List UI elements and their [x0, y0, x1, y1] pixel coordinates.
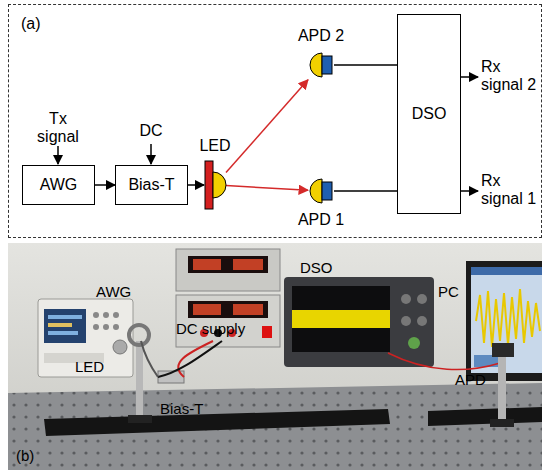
node-label: AWG — [40, 176, 78, 194]
photodiode-symbol: APD 1 — [308, 176, 334, 206]
photo-detail — [176, 249, 280, 291]
apd-lens — [310, 53, 322, 77]
led-body — [205, 161, 213, 209]
photo-detail — [103, 312, 109, 318]
photo-detail — [193, 259, 221, 270]
signal-wire — [95, 184, 115, 186]
photo-detail — [93, 312, 99, 318]
photo-detail — [401, 294, 411, 304]
photo-detail — [262, 326, 272, 338]
photo-detail — [490, 419, 514, 427]
photo-detail — [93, 324, 99, 330]
cable — [388, 353, 500, 370]
photo-detail — [233, 259, 263, 270]
light-beam — [226, 186, 308, 191]
led-mount — [128, 325, 152, 423]
photo-detail — [284, 277, 434, 367]
apd-body — [322, 182, 332, 200]
optical-rail — [428, 407, 542, 426]
photo-label: AWG — [96, 283, 131, 300]
photo-detail — [292, 286, 390, 352]
instrument-box: DSO — [397, 14, 461, 214]
node-label: APD 1 — [298, 211, 344, 229]
photo-detail — [136, 341, 143, 419]
optical-rail — [44, 409, 390, 436]
light-beam — [226, 80, 308, 173]
photo-label: LED — [75, 358, 104, 375]
photo-label: PC — [438, 283, 459, 300]
photo-detail — [48, 315, 82, 319]
photo-detail — [129, 325, 149, 345]
photo-detail — [176, 295, 280, 347]
photo-detail — [48, 323, 72, 327]
awg-instrument — [38, 299, 133, 377]
input-arrow — [57, 146, 59, 164]
photo-detail — [476, 289, 540, 347]
photo-label: DC supply — [176, 320, 245, 337]
photo-detail — [417, 316, 427, 326]
dc-supply-instrument — [176, 249, 280, 347]
led-dome — [213, 172, 226, 198]
photo-detail — [128, 415, 152, 423]
photo-detail — [193, 304, 221, 315]
photo-detail — [188, 301, 268, 318]
led-symbol: LED — [204, 160, 226, 210]
photo-detail — [471, 267, 542, 373]
apd-mount — [490, 343, 514, 427]
lab-photo — [8, 243, 542, 470]
photo-detail — [401, 316, 411, 326]
photo-detail — [48, 331, 78, 335]
photo-detail — [103, 324, 109, 330]
dashed-panel: (a) AWG Bias-T LED APD 2 APD 1 DSO — [8, 4, 542, 238]
output-arrow — [461, 190, 478, 192]
photo-detail — [188, 256, 268, 273]
signal-label: Tx signal — [28, 110, 88, 147]
signal-wire — [334, 64, 397, 66]
photo-label: Bias-T — [160, 400, 203, 417]
node-label: APD 2 — [298, 27, 344, 45]
cable — [141, 341, 158, 377]
photo-detail — [471, 267, 542, 275]
photo-detail — [492, 343, 514, 357]
panel-label: (a) — [21, 15, 41, 33]
signal-wire — [188, 184, 204, 186]
instrument-box: Bias-T — [115, 165, 188, 205]
photo-detail — [113, 312, 119, 318]
signal-label: Rx signal 2 — [481, 58, 543, 95]
node-label: DSO — [412, 105, 447, 123]
signal-label: DC — [136, 122, 166, 140]
signal-label: Rx signal 1 — [481, 172, 543, 209]
output-arrow — [461, 76, 478, 78]
wall — [8, 243, 542, 470]
node-label: LED — [199, 137, 230, 155]
instrument-box: AWG — [22, 165, 95, 205]
optical-table — [8, 383, 542, 470]
led-drawing — [204, 160, 226, 210]
oscilloscope-instrument — [284, 277, 434, 367]
bias-arrow — [150, 144, 152, 164]
photo-detail — [408, 337, 420, 349]
apd-lens — [310, 179, 322, 203]
photo-detail — [113, 324, 119, 330]
photo-label: DSO — [300, 259, 333, 276]
apd-body — [322, 56, 332, 74]
panel-label: (b) — [16, 447, 34, 464]
signal-wire — [334, 190, 397, 192]
cable — [158, 341, 222, 377]
photo-label: APD — [455, 371, 486, 388]
apd-drawing — [308, 176, 334, 206]
photo-detail — [417, 294, 427, 304]
node-label: Bias-T — [128, 176, 174, 194]
photo-detail — [113, 340, 127, 354]
photo-detail — [233, 304, 263, 315]
photo-detail — [498, 355, 506, 423]
apd-drawing — [308, 50, 334, 80]
photo-detail — [292, 310, 390, 328]
photodiode-symbol: APD 2 — [308, 50, 334, 80]
photo-detail — [44, 309, 86, 343]
photo-detail — [38, 299, 133, 377]
